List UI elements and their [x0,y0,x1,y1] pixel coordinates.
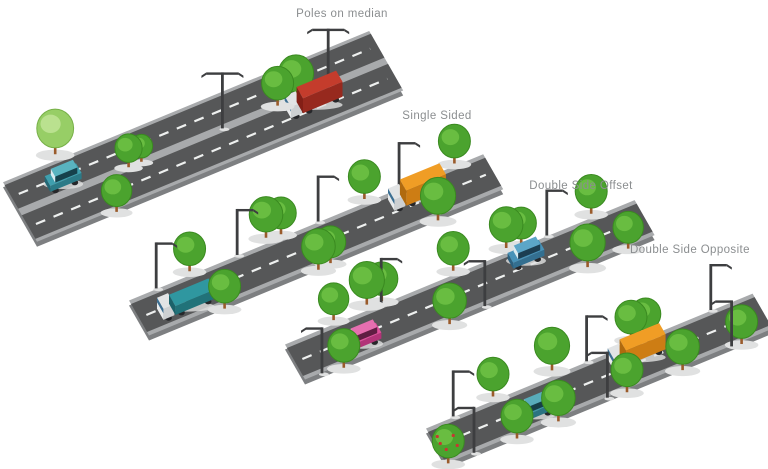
street-light-pole-bottom [301,327,329,377]
street-light-pole-top [450,370,475,420]
lamp-head-icon [301,327,306,333]
lamp-head-icon [453,406,458,413]
lamp-head-icon [602,315,608,321]
lane-dash-line [35,77,388,226]
tree [540,379,577,428]
label-double-side-offset: Double Side Offset [529,180,633,192]
tree [431,423,466,469]
tree [476,356,510,403]
lamp-head-icon [415,142,421,148]
tree [207,268,242,315]
street-light-pole-bottom [453,406,481,456]
tree [610,352,644,399]
lamp-head-icon [710,300,716,306]
lamp-head-icon [469,370,475,376]
car-teal [43,159,84,194]
label-poles-on-median: Poles on median [296,8,388,20]
street-light-pole-bottom [586,351,615,401]
street-light-pole-top [583,315,608,365]
tree [574,174,608,220]
tree [533,326,571,377]
tree [724,304,759,350]
tree [419,176,457,227]
tree [569,223,607,274]
tree [248,196,284,244]
tree [347,159,382,205]
road-poles-on-median [3,28,404,247]
street-light-pole-bottom [463,260,492,309]
tree [488,206,524,255]
street-light-pole-top [153,242,178,292]
lamp-head-icon [586,351,592,358]
road-double-side-offset [285,174,655,385]
tree [172,231,207,277]
tree [114,133,143,173]
lamp-head-icon [334,175,340,182]
truck-red [284,70,343,119]
lamp-head-icon [307,28,313,35]
tree [300,228,337,276]
street-light-pole-top [543,189,568,239]
tree [260,65,295,112]
tree [664,328,701,377]
tree [612,210,645,255]
tree [437,123,472,170]
lamp-head-icon [253,209,259,215]
road-double-side-opposite [426,264,768,469]
tree [500,398,534,445]
street-light-pole-top [315,175,340,225]
street-light-pole-top [234,208,259,258]
tree [100,174,133,218]
lamp-head-icon [726,264,732,270]
tree [436,231,471,277]
lamp-head-icon [562,189,568,196]
tree [35,108,75,161]
lamp-head-icon [397,257,403,264]
street-light-pole-bottom [710,300,739,350]
tree [431,282,468,331]
label-single-sided: Single Sided [402,110,472,122]
tree [317,282,350,326]
lamp-head-icon [344,28,350,35]
truck-tealtruck [156,278,215,321]
label-double-side-opposite: Double Side Opposite [630,244,750,256]
tree [348,261,386,311]
lamp-head-icon [463,260,469,266]
tree [327,328,361,374]
lamp-head-icon [238,72,244,78]
car-blue [506,236,546,270]
lamp-head-icon [201,72,207,78]
street-light-pole-top [707,264,732,313]
road-single-sided [129,123,504,341]
lamp-head-icon [172,242,178,248]
street-light-pole-median [201,72,244,132]
